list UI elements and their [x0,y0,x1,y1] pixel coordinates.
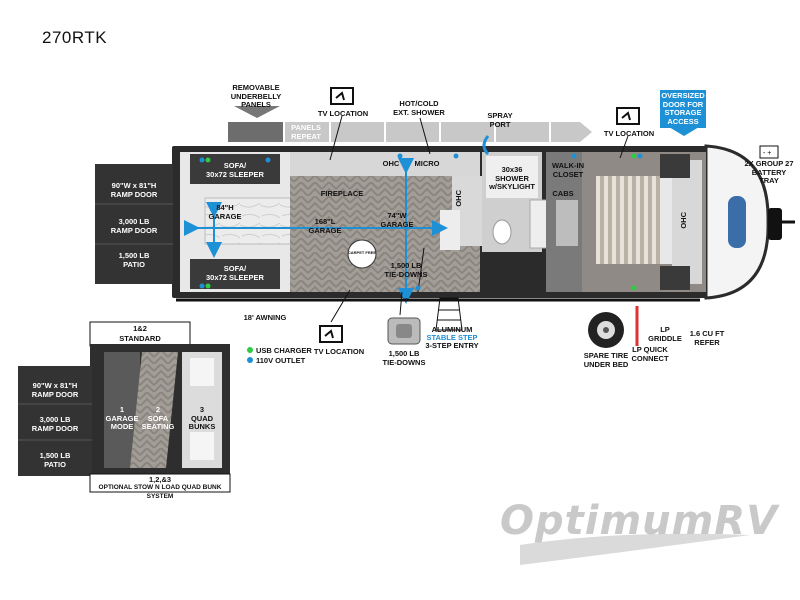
ohc-bed-label: OHC [679,212,688,229]
bed [596,176,666,264]
legend-usb: USB CHARGER [256,346,312,355]
inset-ramp-door-size: 90"W x 81"H RAMP DOOR [31,381,79,399]
wardrobe-top [660,154,690,178]
carpet-free-label: CARPET FREE [347,250,377,255]
removable-panels-label: REMOVABLE UNDERBELLY PANELS [230,83,282,109]
kitchen-counter [290,152,480,176]
removable-panels-arrow [234,106,280,118]
inset-option-garage-mode: 1 GARAGE MODE [105,405,139,431]
inset-diagram [18,321,231,493]
awning-label: 18' AWNING [243,313,287,322]
sofa-top-label: SOFA/ 30x72 SLEEPER [206,161,264,179]
lp-griddle-label: LP GRIDDLE [648,325,682,343]
cabs [556,200,578,246]
inset-standard-label: STANDARD [119,334,161,343]
front-logo [728,196,746,248]
inset-option-sofa-seating: 2 SOFA SEATING [141,405,175,431]
svg-text:- +: - + [763,150,771,157]
shower-label: 30x36 SHOWER w/SKYLIGHT [489,165,535,191]
tie-downs-center-label: 1,500 LB TIE-DOWNS [384,261,428,279]
inset-bottom-num: 1,2,&3 [148,475,172,484]
ramp-door-lb-label: 3,000 LB RAMP DOOR [110,217,158,235]
legend-outlet-label: 110V OUTLET [256,356,306,365]
ramp-door-size-label: 90"W x 81"H RAMP DOOR [110,181,158,199]
optimumrv-watermark: OptimumRV [500,498,779,544]
bed-pillows [660,176,672,264]
walkin-closet-label: WALK-IN CLOSET [551,161,585,179]
model-title: 270RTK [42,28,108,47]
oversized-door-label: OVERSIZED DOOR FOR STORAGE ACCESS [660,90,706,128]
sofa-bottom-label: SOFA/ 30x72 SLEEPER [206,264,264,282]
ramp-door [95,164,173,284]
spray-port-label: SPRAY PORT [487,111,513,129]
sofa-bottom [190,259,280,289]
ohc-side-label: OHC [454,190,463,207]
micro-label: MICRO [414,159,440,168]
battery-tray-label: 2X GROUP 27 BATTERY TRAY [744,159,794,185]
tv-location-label: TV LOCATION [317,109,369,118]
spray-port-hose [482,135,490,156]
tv-icon [330,87,354,105]
bed-ohc [672,160,702,284]
aluminum-label: ALUMINUM [431,325,473,334]
wardrobe-bottom [660,266,690,290]
lp-quick-connect-label: LP QUICK CONNECT [631,345,669,363]
watermark-swoosh [520,533,750,565]
tie-downs-bottom-label: 1,500 LB TIE-DOWNS [382,349,426,367]
leader-lines [329,115,629,323]
entry-cabinet [440,210,460,250]
outlet-markers [199,153,643,291]
panels-repeat-label: PANELS REPEAT [291,123,321,141]
stable-step-label: STABLE STEP [426,333,478,342]
inset-patio: 1,500 LB PATIO [39,451,71,469]
sofa-top [190,154,280,184]
ohc-kitchen-label: OHC [382,159,400,168]
spare-tire-label: SPARE TIRE UNDER BED [583,351,629,369]
cabs-label: CABS [552,189,574,198]
battery-icon: - + [759,145,779,159]
inset-option-quad-bunks: 3 QUAD BUNKS [188,405,216,431]
spare-tire [588,312,624,348]
legend-usb-label: USB CHARGER [256,346,312,355]
garage-height-label: 84"H GARAGE [208,203,242,221]
shower [486,156,538,198]
entry-steps [435,297,463,331]
tv-icon [616,107,640,125]
patio-label: 1,500 LB PATIO [118,251,150,269]
tv-icon [319,325,343,343]
inset-bottom-caption: OPTIONAL STOW N LOAD QUAD BUNK SYSTEM [98,484,222,500]
tv-location-label: TV LOCATION [313,347,365,356]
tv-location-label: TV LOCATION [603,129,655,138]
carpet-free-seal [347,239,377,269]
fireplace-label: FIREPLACE [320,189,364,198]
garage-length-label: 168"L GARAGE [308,217,342,235]
legend-outlet: 110V OUTLET [256,356,305,365]
underbelly-panels [228,122,592,142]
toilet [492,219,512,245]
inset-standard-num: 1&2 [133,324,147,333]
tie-down-plate [387,317,421,345]
hot-cold-shower-label: HOT/COLD EXT. SHOWER [393,99,445,117]
usb-legend-dot [247,347,253,353]
hitch [768,208,795,240]
garage-width-label: 74"W GARAGE [380,211,414,229]
refer-label: 1.6 CU FT REFER [689,329,725,347]
inset-ramp-door-lb: 3,000 LB RAMP DOOR [31,415,79,433]
step-entry-label: 3-STEP ENTRY [425,341,479,350]
outlet-legend-dot [247,357,253,363]
